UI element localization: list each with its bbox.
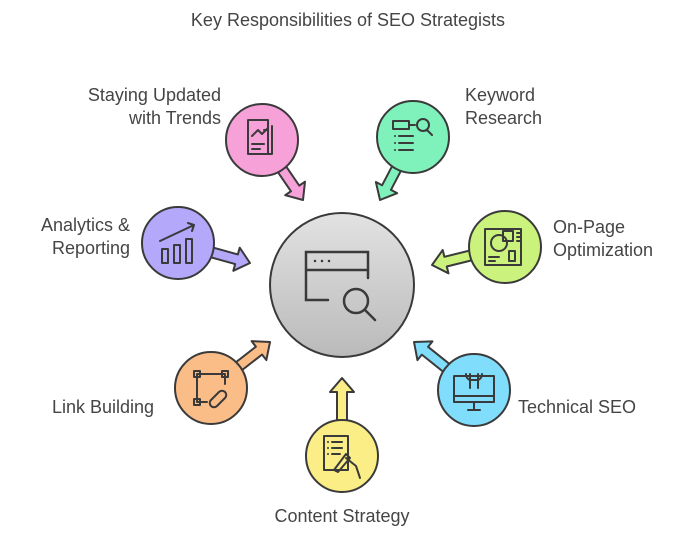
node-trends bbox=[225, 103, 299, 177]
label-technical: Technical SEO bbox=[518, 397, 637, 417]
bar-chart-trend-icon bbox=[159, 222, 195, 264]
label-keyword: Keyword Research bbox=[465, 85, 543, 128]
node-technical bbox=[437, 353, 511, 427]
link-square-icon bbox=[193, 370, 229, 409]
browser-search-icon bbox=[304, 250, 377, 322]
label-analytics: Analytics & Reporting bbox=[40, 215, 130, 258]
diagram-title: Key Responsibilities of SEO Strategists bbox=[190, 10, 506, 30]
list-search-icon bbox=[392, 118, 433, 151]
label-link: Link Building bbox=[52, 397, 155, 417]
node-link bbox=[174, 351, 248, 425]
report-trend-icon bbox=[247, 119, 273, 155]
node-content bbox=[305, 419, 379, 493]
center-circle bbox=[269, 212, 415, 358]
document-pen-icon bbox=[323, 435, 361, 479]
page-layout-icon bbox=[484, 228, 522, 266]
label-content: Content Strategy bbox=[274, 506, 410, 526]
label-trends: Staying Updated with Trends bbox=[87, 85, 221, 128]
monitor-wrench-icon bbox=[453, 373, 495, 411]
label-onpage: On-Page Optimization bbox=[553, 217, 654, 260]
node-analytics bbox=[141, 206, 215, 280]
